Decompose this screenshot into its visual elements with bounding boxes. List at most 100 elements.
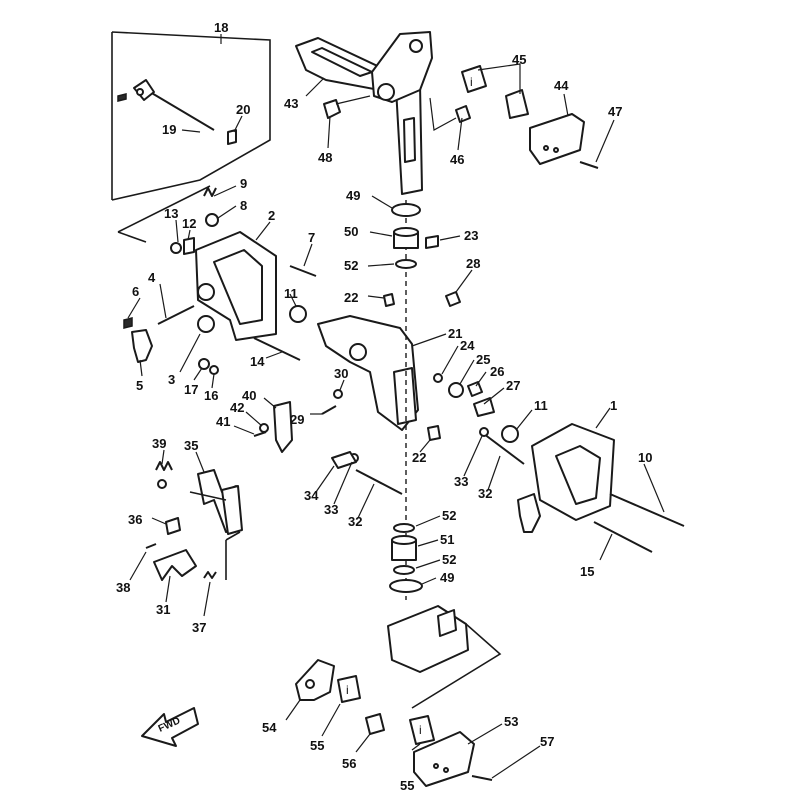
leader-53	[467, 723, 503, 745]
part-52-ring-upper	[395, 259, 417, 269]
leader-47	[595, 119, 615, 163]
leader-20	[233, 115, 243, 133]
callout-42: 42	[230, 400, 244, 415]
part-5-lever	[131, 329, 153, 363]
callout-39: 39	[152, 436, 166, 451]
part-2-bracket-boss	[197, 283, 215, 301]
callout-52c: 52	[442, 552, 456, 567]
callout-30: 30	[334, 366, 348, 381]
part-10-bolt	[609, 493, 685, 527]
leader-54	[285, 699, 301, 721]
callout-34: 34	[304, 488, 319, 503]
part-36-block	[165, 517, 181, 535]
part-35-tilt-plate	[221, 485, 243, 535]
part-1-clamp-lever	[517, 493, 541, 533]
leader-24	[441, 345, 459, 375]
leader-16	[211, 373, 215, 389]
leader-46	[457, 117, 463, 151]
callout-16: 16	[204, 388, 218, 403]
leader-31	[165, 575, 171, 603]
callout-1: 1	[610, 398, 617, 413]
callout-4: 4	[148, 270, 156, 285]
part-2-bracket-inner	[213, 249, 263, 325]
part-32-rod-right	[483, 433, 525, 465]
leader-35	[195, 451, 205, 473]
leader-46b	[429, 97, 457, 131]
leader-15	[599, 533, 613, 561]
leader-22b	[419, 439, 431, 453]
callout-31: 31	[156, 602, 170, 617]
callout-14: 14	[250, 354, 265, 369]
part-57-screw	[471, 775, 493, 781]
part-54-bracket	[295, 659, 335, 701]
callout-57: 57	[540, 734, 554, 749]
leader-37	[203, 581, 211, 617]
part-37-spring	[203, 571, 217, 579]
part-21-lower-sleeve	[393, 367, 417, 425]
part-55-cap-upper	[337, 675, 361, 703]
callout-50: 50	[344, 224, 358, 239]
callout-33a: 33	[454, 474, 468, 489]
leader-39	[161, 449, 165, 465]
callout-6: 6	[132, 284, 139, 299]
part-15-bolt	[593, 521, 653, 553]
part-52-ring-lower	[393, 565, 415, 575]
leader-32a	[487, 455, 501, 491]
leader-55b	[411, 743, 421, 751]
callout-11b: 11	[534, 398, 548, 413]
swivel-head-eye	[409, 39, 423, 53]
leader-42	[245, 411, 263, 427]
leader-3	[179, 333, 201, 373]
part-56-clip	[365, 713, 385, 735]
part-30-washer	[333, 389, 343, 399]
part-49-seal-upper	[391, 203, 421, 217]
leader-7	[303, 243, 313, 267]
callout-55b: 55	[400, 778, 414, 793]
leader-6	[127, 297, 141, 319]
leader-38	[129, 551, 147, 581]
leader-55a	[321, 703, 341, 737]
callout-numbers: 18 20 19 43 48 45 44 46 47 9 8 13 12 2 7…	[116, 20, 652, 793]
kit-18-pin	[117, 93, 127, 102]
part-7-pin	[289, 265, 317, 277]
leader-44	[563, 93, 569, 117]
part-46-pin	[455, 105, 471, 123]
callout-44: 44	[554, 78, 569, 93]
callout-20: 20	[236, 102, 250, 117]
part-33-washer-right	[479, 427, 489, 437]
lower-housing-frame	[411, 623, 502, 709]
callout-47: 47	[608, 104, 622, 119]
callout-15: 15	[580, 564, 594, 579]
leader-17	[193, 367, 203, 381]
part-6-pin	[123, 317, 133, 329]
leader-52a	[367, 263, 395, 267]
leader-11a	[289, 293, 297, 307]
callout-26: 26	[490, 364, 504, 379]
leader-21	[411, 333, 447, 347]
part-21-swivel-boss	[349, 343, 367, 361]
leader-57	[491, 745, 541, 779]
leader-34	[315, 465, 335, 493]
part-23-clip	[425, 235, 439, 249]
leader-32b	[357, 483, 375, 519]
part-20-clip	[227, 129, 237, 145]
callout-46: 46	[450, 152, 464, 167]
callout-22b: 22	[412, 450, 426, 465]
leader-4	[159, 283, 167, 319]
leader-51	[417, 539, 439, 547]
callout-32b: 32	[348, 514, 362, 529]
callout-37: 37	[192, 620, 206, 635]
part-55-cap-lower	[409, 715, 435, 745]
part-45-cap-upper	[461, 65, 487, 93]
part-28-piece	[445, 291, 461, 307]
part-53-hole-a	[433, 763, 439, 769]
callout-27: 27	[506, 378, 520, 393]
leader-41	[233, 425, 255, 435]
callout-53: 53	[504, 714, 518, 729]
leader-2	[255, 221, 271, 241]
part-40-lever	[273, 401, 293, 453]
callout-17: 17	[184, 382, 198, 397]
leader-33a	[463, 435, 483, 477]
leader-45	[477, 63, 521, 94]
part-44-hole-a	[543, 145, 549, 151]
